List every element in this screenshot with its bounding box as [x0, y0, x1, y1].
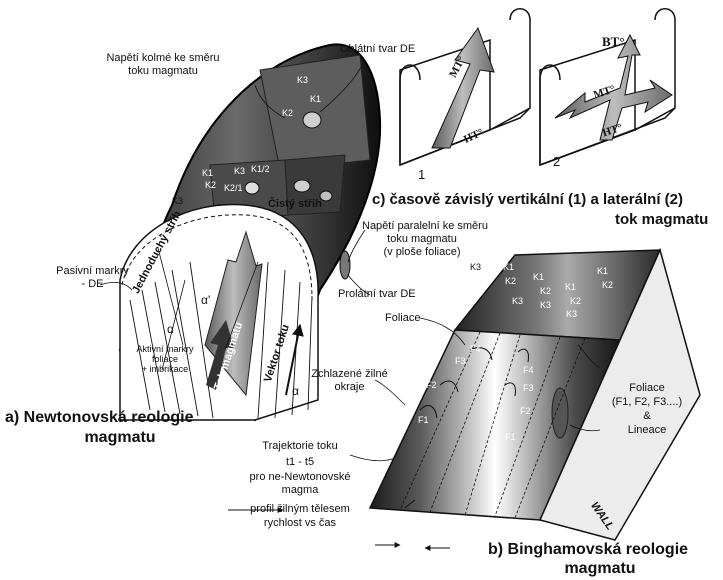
label-foliace-right-3: & — [643, 410, 651, 422]
k-label: K1/2 — [251, 164, 270, 174]
label-foliace-b: Foliace — [385, 312, 421, 324]
label-trajektorie-2: t1 - t5 — [285, 456, 315, 468]
k-label: K1 — [565, 282, 577, 292]
f-label: F1 — [505, 432, 516, 442]
label-pasivni-markry-2: - DE — [81, 278, 104, 290]
caption-a-line2: magmatu — [84, 429, 156, 446]
k-label: K2 — [540, 286, 552, 296]
label-foliace-right-4: Lineace — [627, 424, 667, 436]
k-label: K3 — [566, 309, 578, 319]
caption-a-line1: a) Newtonovská reologie — [5, 409, 194, 426]
k-label: K1 — [597, 266, 609, 276]
label-alpha-prime: α' — [201, 293, 211, 307]
label-cisty-strih: Čistý střih — [268, 198, 322, 210]
k-label: K3 — [234, 166, 246, 176]
f-label: F3 — [455, 356, 466, 366]
k-label: K1 — [503, 262, 515, 272]
k-label: K1 — [533, 272, 545, 282]
k-label: K3 — [297, 75, 309, 85]
label-zchlazene-2: okraje — [334, 381, 365, 393]
label-foliace-right-2: (F1, F2, F3....) — [611, 396, 683, 408]
caption-b-line2: magmatu — [564, 560, 636, 577]
caption-c-line1: c) časově závislý vertikální (1) a later… — [372, 191, 683, 208]
label-profil-2: rychlost vs čas — [263, 517, 337, 529]
k-label: K2 — [205, 180, 217, 190]
label-napeti-kolme-2: toku magmatu — [128, 65, 198, 77]
k-label: K3 — [512, 296, 524, 306]
f-label: F4 — [523, 365, 534, 375]
panel-c1-graphic — [399, 8, 531, 167]
label-aktivni-markry-1: Aktivní markry — [136, 344, 194, 354]
k-label: K3 — [470, 262, 482, 272]
panel-c1-number: 1 — [418, 167, 426, 182]
label-prolatni-tvar: Prolátní tvar DE — [338, 288, 416, 300]
panel-c2-bt: BT° — [602, 34, 625, 49]
k-label: K2 — [602, 280, 614, 290]
label-trajektorie-1: Trajektorie toku — [262, 440, 338, 452]
label-profil-1: profil žilným tělesem — [250, 503, 350, 515]
k-label: K3 — [172, 196, 184, 206]
newtonian-dike — [118, 43, 382, 422]
label-aktivni-markry-3: + imbrikace — [141, 364, 189, 374]
k-label: K1 — [202, 168, 214, 178]
k-label: K3 — [540, 300, 552, 310]
f-label: F2 — [426, 380, 437, 390]
caption-c-line2: tok magmatu — [615, 211, 709, 228]
label-napeti-kolme-1: Napětí kolmé ke směru — [106, 52, 220, 64]
label-napeti-paralelni-1: Napětí paralelní ke směru — [362, 220, 488, 232]
f-label: F2 — [520, 406, 531, 416]
caption-b-line1: b) Binghamovská reologie — [488, 541, 689, 558]
label-trajektorie-3: pro ne-Newtonovské — [249, 471, 351, 483]
label-alpha-2: α — [292, 384, 299, 398]
label-napeti-paralelni-2: toku magmatu — [387, 233, 457, 245]
label-trajektorie-4: magma — [281, 484, 319, 496]
leader-lines — [99, 59, 601, 462]
label-aktivni-markry-2: foliace — [151, 354, 178, 364]
panel-c2-number: 2 — [553, 154, 561, 169]
k-label: K2 — [505, 276, 517, 286]
f-label: F3 — [523, 383, 534, 393]
f-label: F1 — [418, 415, 429, 425]
k-label: K1 — [310, 94, 322, 104]
label-pasivni-markry-1: Pasivní markry — [56, 265, 129, 277]
label-oblatni-tvar: Oblátní tvar DE — [340, 43, 416, 55]
panel-c2-graphic — [539, 8, 676, 167]
f-label: F4 — [470, 344, 481, 354]
k-label: K2 — [282, 108, 294, 118]
label-alpha: α — [167, 322, 174, 336]
k-label: K2 — [570, 296, 582, 306]
label-napeti-paralelni-3: (v ploše foliace) — [383, 246, 461, 258]
bingham-block — [228, 247, 701, 551]
label-foliace-right-1: Foliace — [629, 382, 665, 394]
label-zchlazene-1: Zchlazené žilné — [311, 368, 388, 380]
k-label: K2/1 — [224, 183, 243, 193]
